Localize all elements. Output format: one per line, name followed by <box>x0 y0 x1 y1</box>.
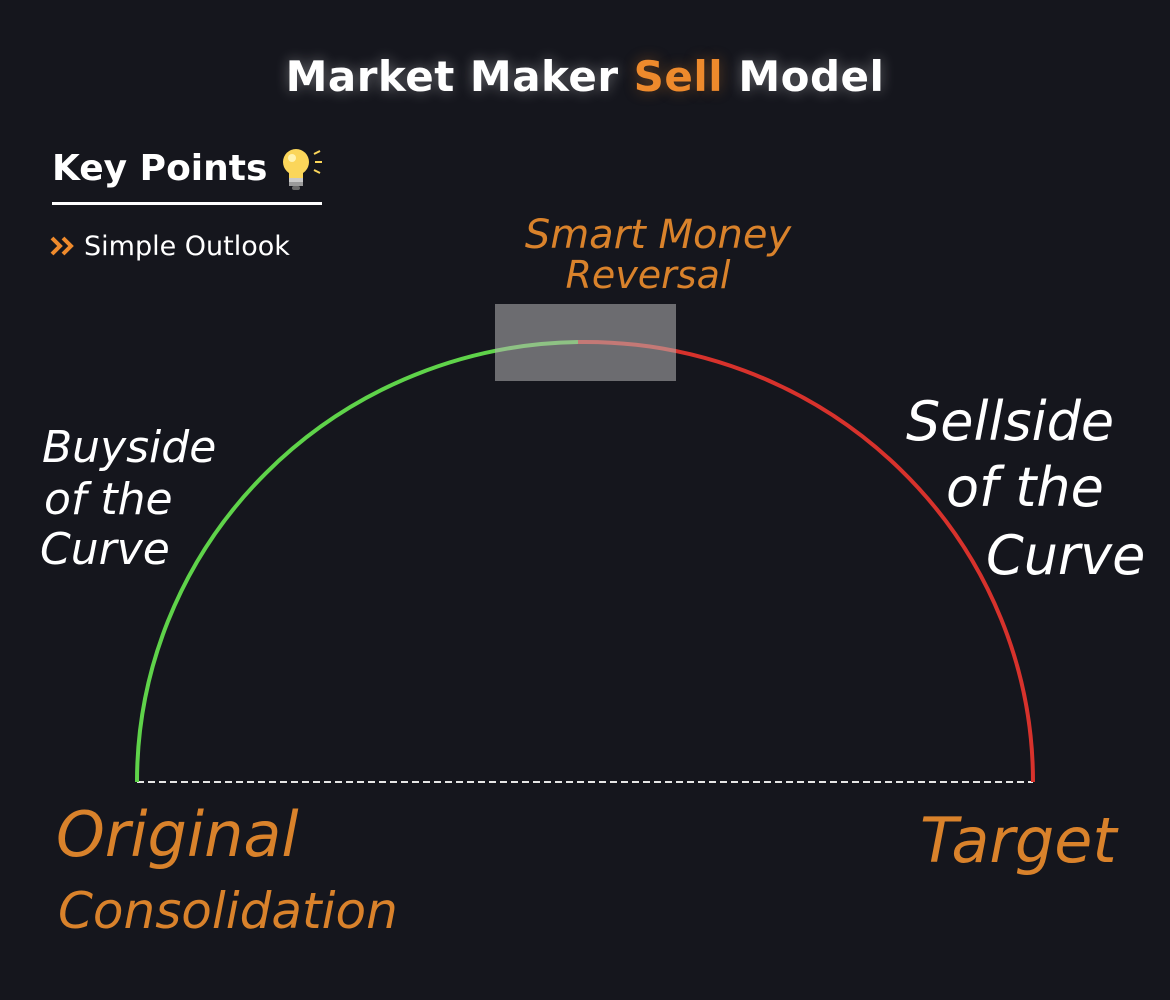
key-point-label: Simple Outlook <box>84 230 290 262</box>
sellside-curve <box>577 339 1035 783</box>
buyside-label-line3: Curve <box>40 524 170 575</box>
key-points-label: Key Points <box>52 148 268 189</box>
sellside-label-line3: Curve <box>986 524 1145 587</box>
double-chevron-right-icon <box>50 236 74 256</box>
reversal-label: Reversal <box>566 253 731 297</box>
consolidation-label: Consolidation <box>58 882 398 940</box>
key-point-item: Simple Outlook <box>50 228 290 264</box>
reversal-highlight-box <box>495 304 676 381</box>
smart-money-label: Smart Money <box>525 212 793 258</box>
sellside-label-line2: of the <box>946 456 1104 519</box>
title-prefix: Market Maker <box>285 52 619 101</box>
buyside-curve <box>135 340 579 783</box>
page-title: Market Maker Sell Model <box>0 52 1170 101</box>
buyside-label-line1: Buyside <box>42 422 216 473</box>
title-accent: Sell <box>633 52 724 101</box>
title-suffix: Model <box>738 52 885 101</box>
target-label: Target <box>920 804 1119 877</box>
original-label: Original <box>56 798 299 871</box>
lightbulb-icon <box>283 149 322 190</box>
sellside-label-line1: Sellside <box>906 390 1114 453</box>
key-points-heading: Key Points <box>52 144 322 205</box>
buyside-label-line2: of the <box>44 474 173 525</box>
